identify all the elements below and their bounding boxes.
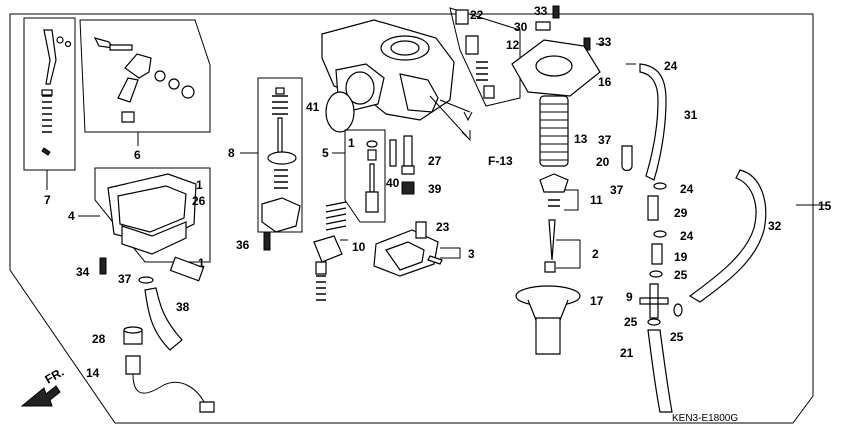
callout-19: 19 [674, 250, 688, 264]
callout-36: 36 [236, 238, 250, 252]
callout-16: 16 [598, 75, 612, 89]
callout-25-c: 25 [670, 330, 684, 344]
f13-arrow [429, 95, 471, 142]
screw-33-top [552, 5, 560, 19]
joint-29 [647, 195, 659, 221]
hose-32 [688, 169, 767, 303]
clip-25-b [647, 318, 661, 326]
group-2-jet-needle [544, 219, 581, 273]
callout-34: 34 [76, 265, 90, 279]
group-11-needle-holder [539, 173, 579, 211]
callout-8: 8 [228, 146, 235, 160]
callout-24-b: 24 [680, 182, 694, 196]
jet-39 [401, 181, 415, 195]
callout-21: 21 [620, 346, 634, 360]
group-7-choke-linkage [23, 17, 76, 190]
spring-13 [539, 95, 569, 167]
callout-7: 7 [44, 193, 51, 207]
clip-24-b [653, 182, 667, 190]
hose-19 [651, 243, 663, 265]
callout-37-b: 37 [598, 133, 612, 147]
hose-21 [647, 329, 673, 413]
callout-4: 4 [68, 209, 75, 223]
screw-34 [99, 257, 107, 275]
group-3-sensor [373, 229, 461, 277]
callout-25-a: 25 [674, 268, 688, 282]
callout-14: 14 [86, 366, 100, 380]
callout-2: 2 [592, 247, 599, 261]
callout-9: 9 [626, 290, 633, 304]
callout-3: 3 [468, 247, 475, 261]
group-8-piston-assembly [240, 77, 303, 233]
diagram-code: KEN3-E1800G [672, 413, 738, 424]
cap-30 [535, 21, 551, 31]
group-10-throttle-stop [313, 201, 348, 301]
callout-11: 11 [590, 193, 603, 207]
callout-6: 6 [134, 148, 141, 162]
callout-37-c: 37 [610, 183, 624, 197]
clip-25-a [649, 270, 663, 278]
callout-31: 31 [684, 108, 698, 122]
front-arrow [20, 385, 61, 407]
callout-32: 32 [768, 219, 782, 233]
group-6-choke-hardware [79, 19, 211, 146]
hose-38 [144, 287, 183, 351]
callout-29: 29 [674, 206, 688, 220]
top-cover-16 [511, 39, 601, 97]
o-ring-37-left [138, 276, 154, 284]
sensor-23 [415, 221, 427, 239]
screw-36 [263, 231, 271, 251]
heater-14 [125, 355, 215, 413]
callout-30: 30 [514, 20, 528, 34]
callout-38: 38 [176, 300, 190, 314]
clip-25-c [673, 303, 683, 317]
callout-10: 10 [352, 240, 366, 254]
callout-33-a: 33 [534, 4, 548, 18]
jet-40 [389, 139, 397, 167]
callout-15: 15 [818, 199, 832, 213]
ref-label-f13: F-13 [488, 154, 513, 168]
diagram-frame [9, 13, 814, 424]
callout-1-b: 1 [198, 256, 205, 270]
callout-1-a: 1 [196, 178, 203, 192]
callout-28: 28 [92, 332, 106, 346]
callout-26: 26 [192, 194, 206, 208]
group-5-jets [332, 129, 386, 223]
group-4-float-chamber [78, 167, 211, 282]
callout-24-a: 24 [664, 59, 678, 73]
hose-31 [639, 63, 667, 181]
callout-27: 27 [428, 154, 442, 168]
diaphragm-17 [515, 285, 581, 355]
front-label: FR. [43, 365, 67, 387]
joint-9 [639, 283, 669, 319]
callout-17: 17 [590, 294, 604, 308]
callout-12: 12 [506, 38, 520, 52]
callout-37-a: 37 [118, 272, 132, 286]
callout-5: 5 [322, 146, 329, 160]
clip-24-c [653, 230, 667, 238]
callout-22: 22 [470, 8, 484, 22]
callout-1-c: 1 [348, 136, 355, 150]
o-ring-41 [325, 91, 355, 133]
callout-24-c: 24 [680, 229, 694, 243]
hose-20 [621, 145, 633, 172]
callout-33-b: 33 [598, 35, 612, 49]
group-12-accel-pump [449, 7, 521, 107]
callout-39: 39 [428, 182, 442, 196]
carburetor-body [321, 19, 473, 122]
callout-41: 41 [306, 100, 320, 114]
callout-13: 13 [574, 132, 588, 146]
callout-23: 23 [436, 220, 450, 234]
callout-40: 40 [386, 176, 400, 190]
callout-25-b: 25 [624, 315, 638, 329]
callout-20: 20 [596, 155, 610, 169]
jet-27 [401, 135, 415, 175]
